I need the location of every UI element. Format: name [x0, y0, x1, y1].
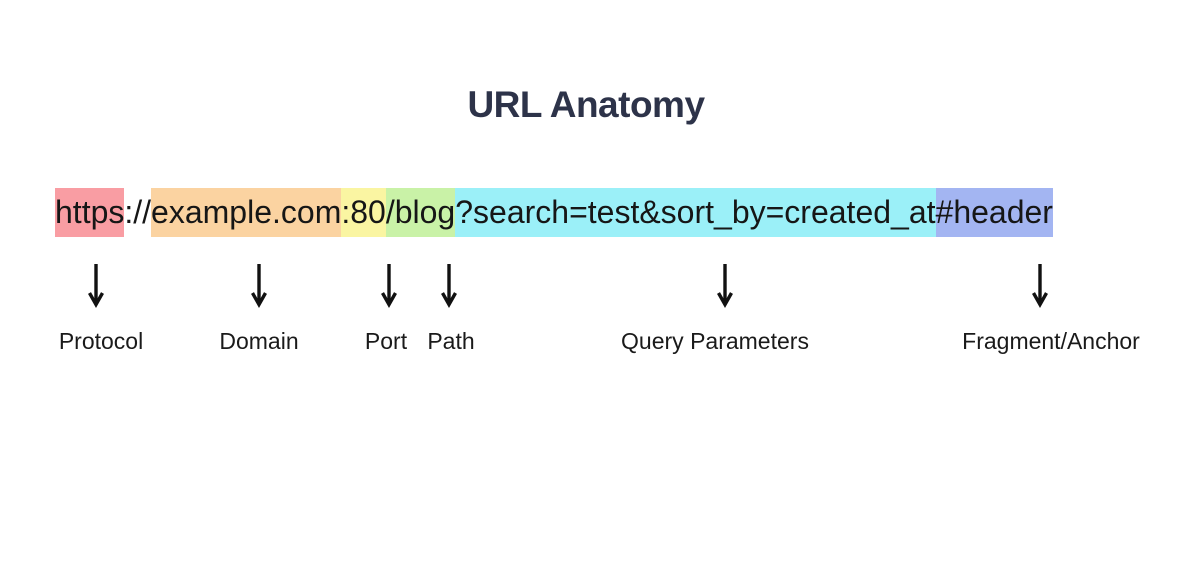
down-arrow-icon: [441, 264, 457, 308]
url-example: https://example.com:80/blog?search=test&…: [55, 188, 1053, 237]
down-arrow-icon: [381, 264, 397, 308]
url-segment-port: :80: [341, 188, 386, 237]
url-segment-path: /blog: [385, 188, 456, 237]
down-arrow-icon: [251, 264, 267, 308]
url-segment-fragment: #header: [935, 188, 1053, 237]
label-query-parameters: Query Parameters: [621, 328, 809, 354]
label-fragment-anchor: Fragment/Anchor: [962, 328, 1140, 354]
down-arrow-icon: [1032, 264, 1048, 308]
down-arrow-icon: [88, 264, 104, 308]
url-segment-query: ?search=test&sort_by=created_at: [455, 188, 936, 237]
down-arrow-icon: [717, 264, 733, 308]
url-segment-domain: example.com: [151, 188, 342, 237]
label-port: Port: [364, 328, 408, 354]
url-segment-protocol: https: [55, 188, 125, 237]
label-protocol: Protocol: [58, 328, 144, 354]
url-segment-separator: ://: [124, 194, 152, 230]
label-path: Path: [427, 328, 475, 354]
diagram-title: URL Anatomy: [467, 84, 705, 125]
label-domain: Domain: [219, 328, 299, 354]
